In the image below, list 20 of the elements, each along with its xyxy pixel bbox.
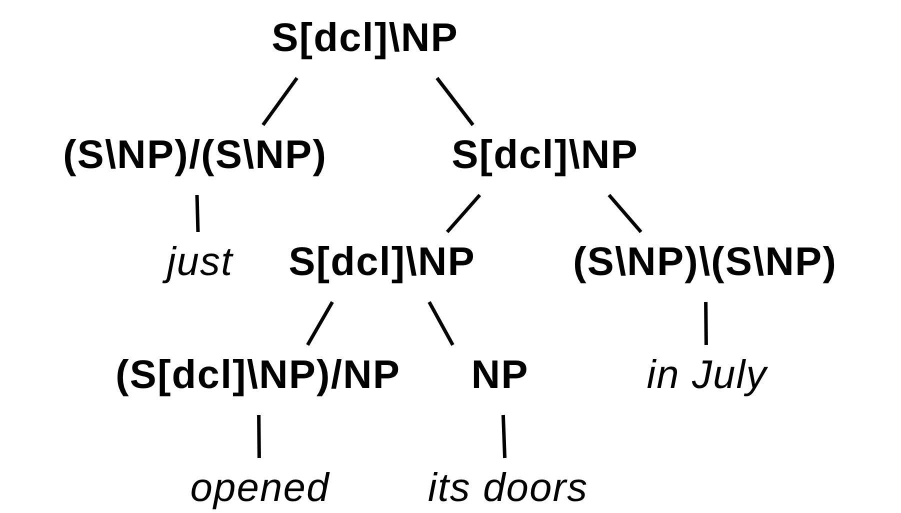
word-label: its doors [428, 465, 588, 511]
word-label: in July [646, 352, 768, 398]
tree-branch-line [501, 414, 507, 458]
tree-branch-line [306, 301, 334, 346]
category-label: S[dcl]\NP [272, 15, 458, 61]
tree-branch-line [446, 194, 482, 234]
tree-branch-line [436, 76, 474, 126]
tree-branch-line [608, 194, 642, 234]
tree-branch-line [195, 194, 200, 232]
word-label: opened [190, 465, 330, 511]
tree-branch-line [428, 301, 454, 346]
tree-branch-line [262, 76, 298, 126]
category-label: S[dcl]\NP [288, 239, 476, 285]
category-label: (S\NP)/(S\NP) [62, 132, 328, 178]
category-label: (S\NP)\(S\NP) [572, 239, 838, 285]
category-label: S[dcl]\NP [452, 132, 638, 178]
tree-branch-line [704, 302, 708, 346]
tree-branch-line [257, 414, 261, 458]
category-label: (S[dcl]\NP)/NP [115, 352, 401, 398]
category-label: NP [471, 352, 529, 398]
